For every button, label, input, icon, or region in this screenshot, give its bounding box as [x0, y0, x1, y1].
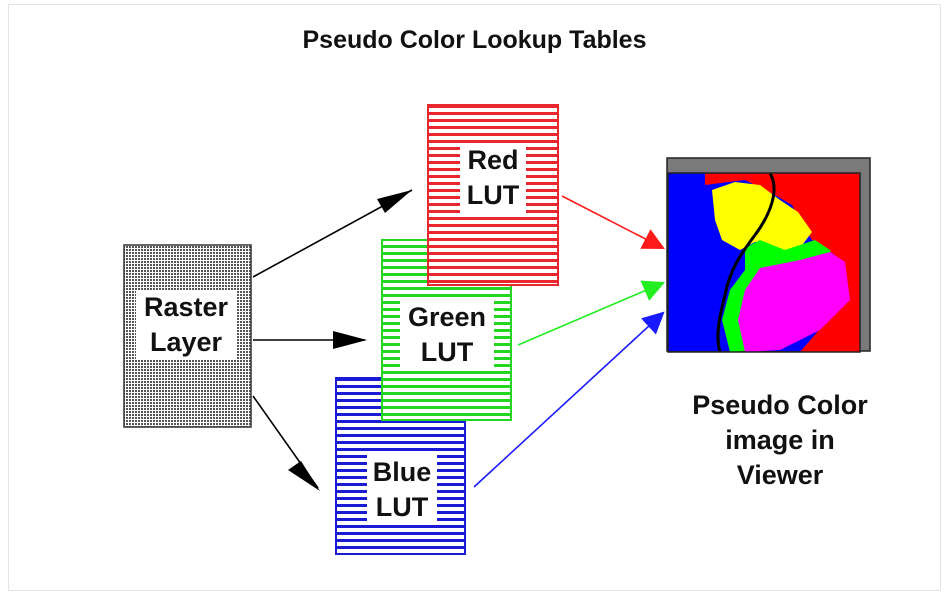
arrowhead-raster-to-blue [288, 461, 320, 491]
diagram-title: Pseudo Color Lookup Tables [302, 26, 647, 54]
blue-lut-label: Blue LUT [367, 455, 437, 525]
region-yellow [712, 182, 812, 252]
red-lut-label: Red LUT [460, 143, 526, 213]
raster-layer-label: Raster Layer [136, 290, 236, 360]
image-border [667, 172, 861, 353]
pseudo-color-viewer [666, 157, 871, 353]
arrow-red-to-viewer [561, 195, 665, 250]
red-lut-box [427, 104, 559, 286]
arrow-blue-to-viewer [473, 311, 665, 488]
green-lut-label: Green LUT [400, 300, 494, 370]
arrowhead-raster-to-red [377, 190, 412, 213]
region-magenta [738, 252, 850, 352]
arrowhead-raster-to-green [333, 331, 367, 349]
arrow-green-to-viewer [517, 280, 666, 346]
viewer-caption: Pseudo Color image in Viewer [692, 390, 868, 490]
region-red [705, 173, 860, 352]
river-line [716, 172, 776, 353]
